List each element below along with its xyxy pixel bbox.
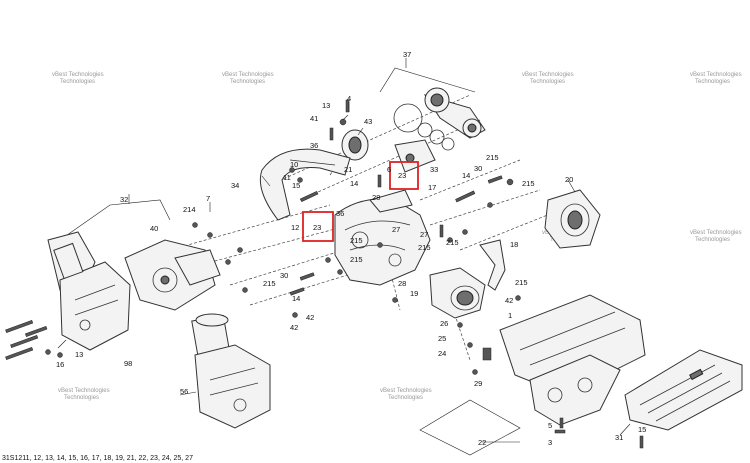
- callout-29: 29: [474, 379, 482, 388]
- callout-56: 56: [180, 387, 188, 396]
- callout-15: 15: [292, 181, 300, 190]
- idler-pulley-assembly: [393, 87, 486, 151]
- bearing-43: [341, 129, 369, 161]
- callout-215: 215: [515, 278, 528, 287]
- callout-42: 42: [290, 323, 298, 332]
- callout-215: 215: [263, 279, 276, 288]
- tensioner-33: [394, 139, 436, 173]
- callout-21: 21: [344, 165, 352, 174]
- callout-11: 11: [283, 173, 291, 182]
- callout-214: 214: [183, 205, 196, 214]
- watermark: Technologies: [695, 237, 730, 243]
- belt-guard-34: [259, 148, 351, 221]
- fasteners: [5, 99, 644, 449]
- callout-37: 37: [403, 50, 411, 59]
- gearbox-cover-40: [124, 239, 221, 311]
- callout-1: 1: [508, 311, 512, 320]
- callout-14: 14: [462, 171, 470, 180]
- callout-215: 215: [522, 179, 535, 188]
- watermark: vBest Technologies: [380, 388, 432, 394]
- callout-14: 14: [350, 179, 358, 188]
- callout-32: 32: [120, 195, 128, 204]
- watermark: Technologies: [230, 79, 265, 85]
- callout-215: 215: [486, 153, 499, 162]
- callout-labels: 37 4 13 41 43 36 10 15 11 21 14 34 6 28 …: [56, 50, 646, 447]
- callout-14: 14: [292, 294, 300, 303]
- watermark: Technologies: [388, 395, 423, 401]
- watermark: vBest Technologies: [52, 72, 104, 78]
- callout-13: 13: [75, 350, 83, 359]
- bracket-18: [479, 239, 506, 291]
- callout-28: 28: [372, 193, 380, 202]
- callout-98: 98: [124, 359, 132, 368]
- callout-bracket: [419, 399, 521, 456]
- callout-23: 23: [398, 171, 406, 180]
- callout-36: 36: [310, 141, 318, 150]
- callout-20: 20: [565, 175, 573, 184]
- actuator-98: [47, 231, 131, 351]
- leader-lines: [57, 58, 631, 443]
- callout-bracket: [59, 199, 171, 241]
- callout-31: 31: [615, 433, 623, 442]
- callout-25: 25: [438, 334, 446, 343]
- callout-6: 6: [387, 165, 391, 174]
- callout-215: 215: [350, 236, 363, 245]
- callout-215: 215: [446, 238, 459, 247]
- callout-215: 215: [418, 243, 431, 252]
- watermark: vBest Technologies: [522, 72, 574, 78]
- callout-42: 42: [306, 313, 314, 322]
- callout-10: 10: [290, 160, 298, 169]
- callout-30: 30: [280, 271, 288, 280]
- footer-reference: 31S1211, 12, 13, 14, 15, 16, 17, 18, 19,…: [2, 455, 193, 462]
- callout-7: 7: [206, 194, 210, 203]
- watermark: Technologies: [60, 79, 95, 85]
- callout-30: 30: [474, 164, 482, 173]
- callout-33: 33: [430, 165, 438, 174]
- watermark: vBest Technologies: [58, 388, 110, 394]
- callout-bracket: [379, 67, 476, 93]
- watermark: Technologies: [530, 79, 565, 85]
- cover-31: [624, 349, 743, 431]
- highlight-box: [302, 211, 334, 242]
- callout-3: 3: [548, 438, 552, 447]
- watermark: Technologies: [695, 79, 730, 85]
- callout-12: 12: [291, 223, 299, 232]
- callout-215: 215: [350, 255, 363, 264]
- callout-5: 5: [548, 421, 552, 430]
- actuator-56: [191, 313, 271, 429]
- callout-16: 16: [56, 360, 64, 369]
- intake-duct-19: [429, 267, 486, 319]
- callout-40: 40: [150, 224, 158, 233]
- callout-43: 43: [364, 117, 372, 126]
- callout-42: 42: [505, 296, 513, 305]
- watermark: Technologies: [64, 395, 99, 401]
- callout-27: 27: [420, 230, 428, 239]
- callout-34: 34: [231, 181, 239, 190]
- callout-18: 18: [510, 240, 518, 249]
- watermark: vBest Technologies: [690, 72, 742, 78]
- callout-19: 19: [410, 289, 418, 298]
- callout-28: 28: [398, 279, 406, 288]
- callout-41: 41: [310, 114, 318, 123]
- callout-22: 22: [478, 438, 486, 447]
- throttle-body-20: [544, 189, 601, 249]
- callout-23: 23: [313, 223, 321, 232]
- callout-17: 17: [428, 183, 436, 192]
- callout-15: 15: [638, 425, 646, 434]
- intake-manifold-22: [499, 294, 646, 426]
- callout-36: 36: [336, 209, 344, 218]
- callout-4: 4: [347, 94, 351, 103]
- callout-13: 13: [322, 101, 330, 110]
- highlight-box: [389, 161, 419, 190]
- callout-24: 24: [438, 349, 446, 358]
- callout-27: 27: [392, 225, 400, 234]
- callout-26: 26: [440, 319, 448, 328]
- watermark: vBest Technologies: [690, 230, 742, 236]
- watermark: vBest Technologies: [222, 72, 274, 78]
